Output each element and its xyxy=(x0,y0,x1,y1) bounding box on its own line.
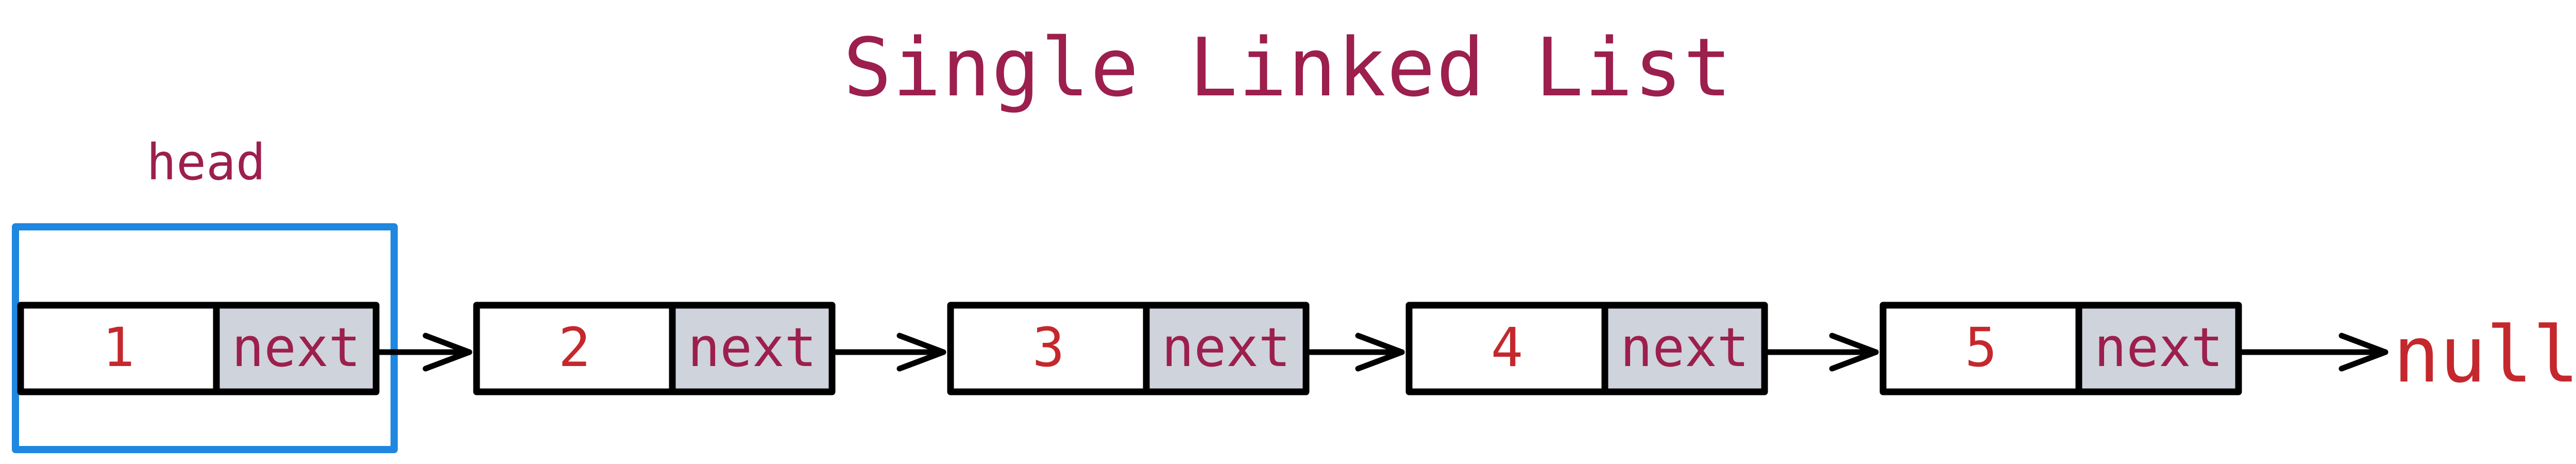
node-value: 4 xyxy=(1491,316,1523,379)
nodes-layer: 1 next 2 next 3 next 4 next 5 next xyxy=(17,302,2242,395)
node-value-cell xyxy=(1879,302,2082,395)
node-value: 5 xyxy=(1965,316,1997,379)
next-pointer-arrow xyxy=(833,333,946,372)
list-node: 5 next xyxy=(1879,302,2242,395)
next-pointer-arrow xyxy=(2240,333,2388,372)
node-next-cell xyxy=(1601,302,1768,395)
node-next-label: next xyxy=(1162,316,1291,379)
node-next-label: next xyxy=(1620,316,1749,379)
node-next-label: next xyxy=(2094,316,2223,379)
head-frame xyxy=(12,223,398,453)
list-node: 1 next xyxy=(17,302,380,395)
arrow-head xyxy=(1355,333,1405,372)
next-pointer-arrow xyxy=(1307,333,1405,372)
node-value: 3 xyxy=(1032,316,1065,379)
diagram-title: Single Linked List xyxy=(843,21,1733,114)
null-label: null xyxy=(2393,310,2576,400)
node-value-cell xyxy=(947,302,1150,395)
node-value: 2 xyxy=(558,316,591,379)
arrow-head xyxy=(896,333,946,372)
node-value-cell xyxy=(17,302,220,395)
node-next-cell xyxy=(1143,302,1310,395)
next-pointer-arrow xyxy=(1766,333,1879,372)
node-value: 1 xyxy=(103,316,135,379)
list-node: 2 next xyxy=(473,302,836,395)
node-next-cell xyxy=(2075,302,2242,395)
arrow-head xyxy=(1829,333,1879,372)
node-value-cell xyxy=(1405,302,1608,395)
head-label: head xyxy=(146,134,265,191)
node-next-label: next xyxy=(688,316,817,379)
list-node: 4 next xyxy=(1405,302,1768,395)
arrow-head xyxy=(2338,333,2388,372)
next-pointer-arrow xyxy=(377,333,472,372)
node-next-cell xyxy=(669,302,836,395)
node-next-label: next xyxy=(232,316,361,379)
node-next-cell xyxy=(213,302,380,395)
arrow-head xyxy=(422,333,472,372)
arrows-layer xyxy=(377,333,2388,372)
list-node: 3 next xyxy=(947,302,1310,395)
